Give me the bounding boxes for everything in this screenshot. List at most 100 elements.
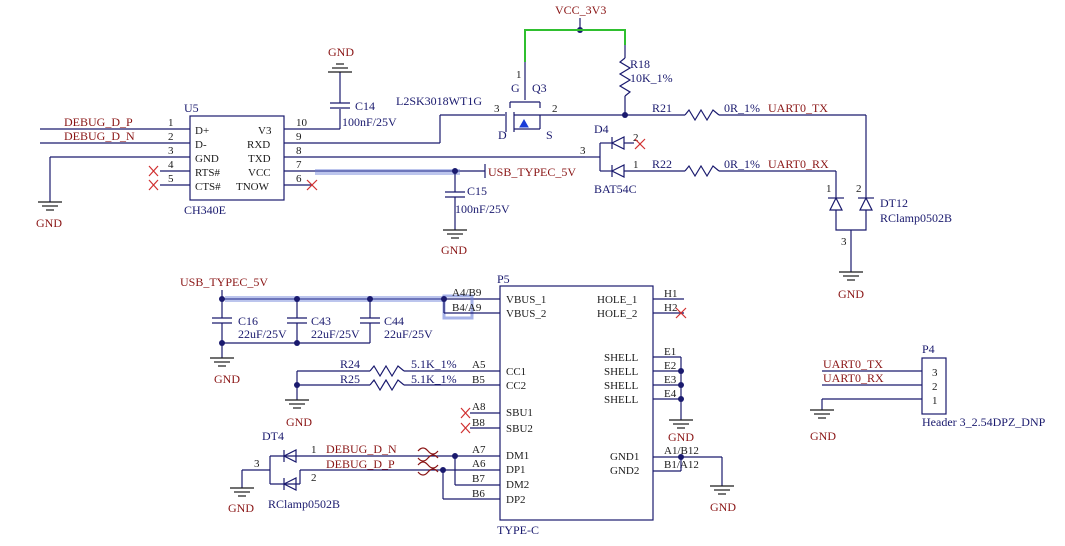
p4-body — [921, 357, 947, 415]
q3-d-label: D — [498, 128, 507, 142]
junction-cc — [294, 382, 300, 388]
d4-diode[interactable] — [599, 136, 685, 178]
p5-sbu2-name: SBU2 — [506, 423, 533, 435]
q3-part: L2SK3018WT1G — [396, 94, 482, 108]
highlight-vcc3v3-net — [524, 29, 626, 62]
p5-a1b12-num: A1/B12 — [664, 445, 699, 457]
q3-g-label: G — [511, 81, 520, 95]
junction-shell-3 — [678, 382, 684, 388]
p5-connector[interactable] — [499, 285, 654, 521]
p5-b7-num: B7 — [472, 473, 485, 485]
p5-sbu1-name: SBU1 — [506, 407, 533, 419]
u5-pin8-name: TXD — [248, 153, 271, 165]
p5-a4b9-num: A4/B9 — [452, 287, 482, 299]
p5-dm2-name: DM2 — [506, 479, 529, 491]
c44-value: 22uF/25V — [384, 327, 433, 341]
p4-part: Header 3_2.54DPZ_DNP — [922, 415, 1046, 429]
p5-dm1-name: DM1 — [506, 450, 529, 462]
net-label-usb5v-bottom: USB_TYPEC_5V — [180, 275, 268, 289]
r21-resistor[interactable] — [625, 108, 867, 198]
u5-pin8-num: 8 — [296, 145, 302, 157]
nc-marker-sbu1 — [460, 407, 471, 419]
u5-body — [189, 115, 285, 201]
r18-ref: R18 — [630, 57, 650, 71]
d4-pin3: 3 — [580, 145, 586, 157]
r24-value: 5.1K_1% — [411, 357, 457, 371]
gnd-label-dt4: GND — [228, 501, 254, 515]
junction-shell-2 — [678, 368, 684, 374]
r25-resistor[interactable] — [297, 378, 500, 392]
u5-pin3-num: 3 — [168, 145, 174, 157]
p5-a5-num: A5 — [472, 359, 486, 371]
gnd-label-p4: GND — [810, 429, 836, 443]
net-label-vcc3v3: VCC_3V3 — [555, 3, 606, 17]
gnd-label-shell: GND — [668, 430, 694, 444]
dt12-tvs[interactable] — [828, 196, 874, 281]
c43-value: 22uF/25V — [311, 327, 360, 341]
net-label-debug-dp-left: DEBUG_D_P — [64, 115, 133, 129]
c43-capacitor[interactable] — [287, 299, 307, 343]
dt4-ref: DT4 — [262, 429, 284, 443]
c16-capacitor[interactable] — [212, 299, 232, 358]
dt4-tvs[interactable] — [230, 449, 301, 497]
r18-value: 10K_1% — [630, 71, 673, 85]
c44-capacitor[interactable] — [360, 299, 380, 343]
r18-resistor[interactable] — [618, 45, 632, 115]
p5-shell1-name: SHELL — [604, 352, 639, 364]
dt12-part: RClamp0502B — [880, 211, 952, 225]
p4-header[interactable] — [810, 357, 947, 419]
p4-ref: P4 — [922, 342, 935, 356]
net-label-uart-tx-p4: UART0_TX — [823, 357, 883, 371]
nc-marker-cts — [148, 179, 159, 191]
r22-resistor[interactable] — [684, 164, 837, 198]
gnd-label-dt12: GND — [838, 287, 864, 301]
p5-dp2-name: DP2 — [506, 494, 526, 506]
d4-ref: D4 — [594, 122, 609, 136]
c16-ref: C16 — [238, 314, 258, 328]
q3-mosfet[interactable] — [505, 62, 625, 132]
c14-capacitor[interactable] — [328, 63, 352, 109]
gnd-symbol-caps — [210, 357, 234, 367]
nc-marker-rts — [148, 165, 159, 177]
u5-pin1-num: 1 — [168, 117, 174, 129]
p5-h1-num: H1 — [664, 288, 677, 300]
c14-ref: C14 — [355, 99, 375, 113]
r24-resistor[interactable] — [297, 364, 500, 378]
u5-pin1-name: D+ — [195, 125, 209, 137]
nc-marker-sbu2 — [460, 422, 471, 434]
gnd-label-cc: GND — [286, 415, 312, 429]
p5-a8-num: A8 — [472, 401, 486, 413]
dt4-pin3: 3 — [254, 458, 260, 470]
p4-pin3: 3 — [932, 367, 938, 379]
p5-e4-num: E4 — [664, 388, 677, 400]
junction-shell-4 — [678, 396, 684, 402]
u5-pin10-num: 10 — [296, 117, 308, 129]
p5-e1-num: E1 — [664, 346, 676, 358]
dt4-pin2: 2 — [311, 472, 317, 484]
p5-body — [499, 285, 654, 521]
net-label-debug-dn-bottom: DEBUG_D_N — [326, 442, 397, 456]
u5-pin9-num: 9 — [296, 131, 302, 143]
gnd-label-caps: GND — [214, 372, 240, 386]
u5-chip[interactable]: U5 CH340E D+ D- GND RTS# CTS# 1 2 3 4 5 … — [168, 101, 308, 217]
r21-value: 0R_1% — [724, 101, 760, 115]
data-wiring — [300, 447, 500, 500]
net-label-uart-rx-p4: UART0_RX — [823, 371, 884, 385]
d4-pin1: 1 — [633, 159, 639, 171]
u5-pin4-num: 4 — [168, 159, 174, 171]
c16-value: 22uF/25V — [238, 327, 287, 341]
net-label-uart-rx-top: UART0_RX — [768, 157, 829, 171]
p4-pin2: 2 — [932, 381, 938, 393]
p5-cc2-name: CC2 — [506, 380, 526, 392]
p5-vbus2-name: VBUS_2 — [506, 308, 546, 320]
p5-cc1-name: CC1 — [506, 366, 526, 378]
gnd-label-c15: GND — [441, 243, 467, 257]
junction-gnd1 — [678, 454, 684, 460]
c15-capacitor[interactable] — [443, 171, 467, 239]
gnd-symbol-cc — [285, 399, 309, 409]
p5-shell3-name: SHELL — [604, 380, 639, 392]
p5-shell4-name: SHELL — [604, 394, 639, 406]
p5-a6-num: A6 — [472, 458, 486, 470]
q3-s-label: S — [546, 128, 553, 142]
